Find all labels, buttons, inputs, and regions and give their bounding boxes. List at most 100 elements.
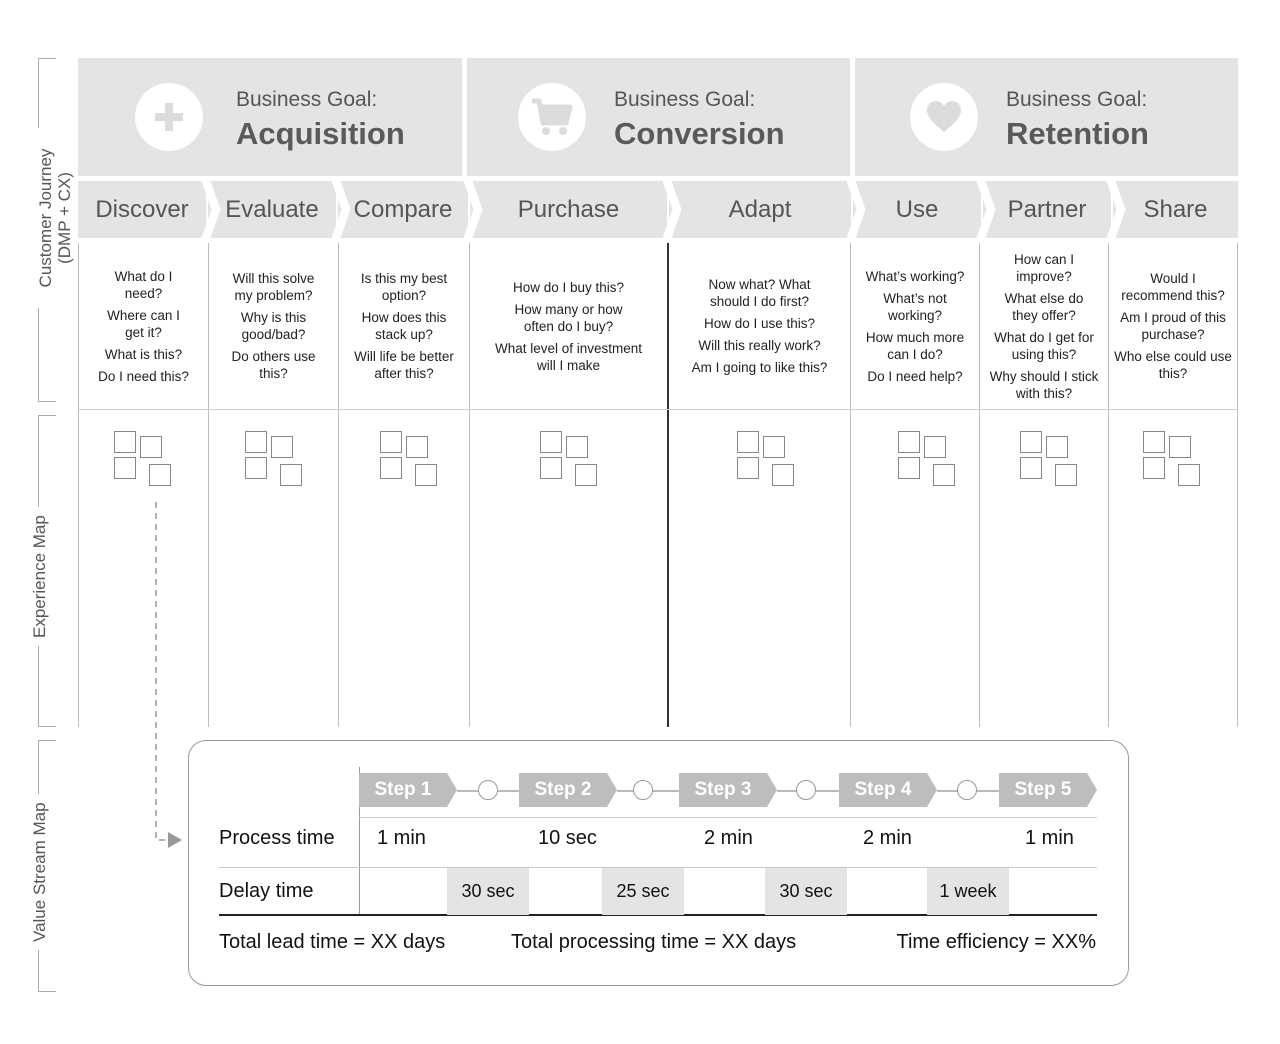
stage-purchase: Purchase bbox=[470, 181, 667, 238]
question: Will this solve my problem? bbox=[232, 271, 315, 303]
sticky-note[interactable] bbox=[245, 457, 267, 479]
question: What’s working? bbox=[865, 268, 965, 284]
sticky-note[interactable] bbox=[1046, 436, 1068, 458]
sticky-note[interactable] bbox=[772, 464, 794, 486]
grid-line bbox=[78, 409, 1238, 410]
goal-acquisition: Business Goal: Acquisition bbox=[78, 58, 462, 176]
step-1-tip bbox=[447, 773, 457, 807]
step-2: Step 2 bbox=[519, 773, 607, 807]
process-time-value: 2 min bbox=[863, 827, 912, 849]
goal-title: Acquisition bbox=[236, 116, 405, 151]
question: What do I get for using this? bbox=[994, 329, 1094, 362]
sticky-note[interactable] bbox=[114, 457, 136, 479]
questions-adapt: Now what? What should I do first? How do… bbox=[669, 243, 850, 409]
question: Why is this good/bad? bbox=[240, 310, 307, 342]
grid-line bbox=[1108, 243, 1109, 727]
questions-discover: What do I need? Where can I get it? What… bbox=[79, 243, 208, 409]
goal-title: Retention bbox=[1006, 116, 1149, 151]
sticky-note[interactable] bbox=[149, 464, 171, 486]
question: What’s not working? bbox=[883, 290, 947, 323]
step-3: Step 3 bbox=[679, 773, 767, 807]
plus-icon bbox=[135, 83, 203, 151]
experience-map-label: Experience Map bbox=[30, 507, 49, 646]
question: What is this? bbox=[104, 346, 183, 362]
question: What do I need? bbox=[114, 268, 173, 301]
goal-subtitle: Business Goal: bbox=[1006, 88, 1148, 111]
step-1: Step 1 bbox=[359, 773, 447, 807]
sticky-note[interactable] bbox=[1178, 464, 1200, 486]
sticky-note[interactable] bbox=[898, 457, 920, 479]
questions-compare: Is this my best option? How does this st… bbox=[339, 243, 469, 409]
question: Do I need help? bbox=[867, 368, 963, 384]
journey-stages: Discover Evaluate Compare Purchase Adapt… bbox=[78, 181, 1238, 238]
sticky-note[interactable] bbox=[280, 464, 302, 486]
sticky-note[interactable] bbox=[737, 457, 759, 479]
vsm-axis-line bbox=[359, 767, 360, 915]
stage-compare: Compare bbox=[338, 181, 468, 238]
sticky-note[interactable] bbox=[540, 457, 562, 479]
stage-evaluate: Evaluate bbox=[208, 181, 336, 238]
sticky-note[interactable] bbox=[540, 431, 562, 453]
value-stream-map-label: Value Stream Map bbox=[30, 794, 49, 950]
goal-retention: Business Goal: Retention bbox=[855, 58, 1238, 176]
sticky-note[interactable] bbox=[924, 436, 946, 458]
stage-partner: Partner bbox=[983, 181, 1111, 238]
cart-icon bbox=[518, 83, 586, 151]
sticky-note[interactable] bbox=[380, 431, 402, 453]
question: Who else could use this? bbox=[1114, 349, 1232, 381]
sticky-note[interactable] bbox=[1169, 436, 1191, 458]
questions-share: Would I recommend this? Am I proud of th… bbox=[1109, 243, 1237, 409]
value-stream-panel: Step 1 Step 2 Step 3 Step 4 Step 5 Proce… bbox=[188, 740, 1129, 986]
sticky-note[interactable] bbox=[763, 436, 785, 458]
customer-journey-label: Customer Journey (DMP + CX) bbox=[36, 128, 74, 308]
question: What else do they offer? bbox=[1004, 290, 1084, 323]
grid-line bbox=[979, 243, 980, 727]
sticky-note[interactable] bbox=[1143, 431, 1165, 453]
question: How do I use this? bbox=[703, 316, 816, 331]
sticky-note[interactable] bbox=[933, 464, 955, 486]
sticky-note[interactable] bbox=[140, 436, 162, 458]
vsm-row-divider bbox=[219, 867, 1097, 868]
sticky-note[interactable] bbox=[415, 464, 437, 486]
sticky-note[interactable] bbox=[575, 464, 597, 486]
sticky-note[interactable] bbox=[380, 457, 402, 479]
sticky-note[interactable] bbox=[566, 436, 588, 458]
sticky-note[interactable] bbox=[1020, 457, 1042, 479]
sticky-note[interactable] bbox=[245, 431, 267, 453]
question: Now what? What should I do first? bbox=[708, 277, 811, 309]
total-processing-time: Total processing time = XX days bbox=[511, 931, 797, 953]
question: Why should I stick with this? bbox=[989, 368, 1099, 401]
vsm-row-divider bbox=[359, 817, 1097, 818]
question: Do others use this? bbox=[231, 349, 316, 381]
question: Will this really work? bbox=[698, 338, 821, 353]
goal-subtitle: Business Goal: bbox=[614, 88, 756, 111]
process-time-value: 2 min bbox=[704, 827, 753, 849]
question: Where can I get it? bbox=[107, 307, 180, 340]
sticky-note[interactable] bbox=[1020, 431, 1042, 453]
sticky-note[interactable] bbox=[271, 436, 293, 458]
customer-journey-label-line1: Customer Journey bbox=[36, 148, 55, 288]
stage-use: Use bbox=[853, 181, 981, 238]
sticky-note[interactable] bbox=[1143, 457, 1165, 479]
grid-line bbox=[338, 243, 339, 727]
sticky-note[interactable] bbox=[737, 431, 759, 453]
goal-conversion: Business Goal: Conversion bbox=[467, 58, 850, 176]
question: How many or how often do I buy? bbox=[514, 301, 623, 334]
process-time-value: 10 sec bbox=[538, 827, 597, 849]
grid-line bbox=[469, 243, 470, 727]
question: How does this stack up? bbox=[361, 310, 447, 342]
stage-adapt: Adapt bbox=[669, 181, 851, 238]
customer-journey-label-line2: (DMP + CX) bbox=[55, 172, 74, 264]
sticky-note[interactable] bbox=[114, 431, 136, 453]
sticky-note[interactable] bbox=[406, 436, 428, 458]
grid-line bbox=[1237, 243, 1238, 727]
wait-node bbox=[633, 780, 653, 800]
sticky-note[interactable] bbox=[1055, 464, 1077, 486]
process-time-value: 1 min bbox=[1025, 827, 1074, 849]
delay-time-value: 30 sec bbox=[765, 868, 847, 915]
questions-use: What’s working? What’s not working? How … bbox=[851, 243, 979, 409]
process-time-value: 1 min bbox=[377, 827, 426, 849]
delay-time-label: Delay time bbox=[219, 880, 314, 902]
grid-line bbox=[208, 243, 209, 727]
sticky-note[interactable] bbox=[898, 431, 920, 453]
